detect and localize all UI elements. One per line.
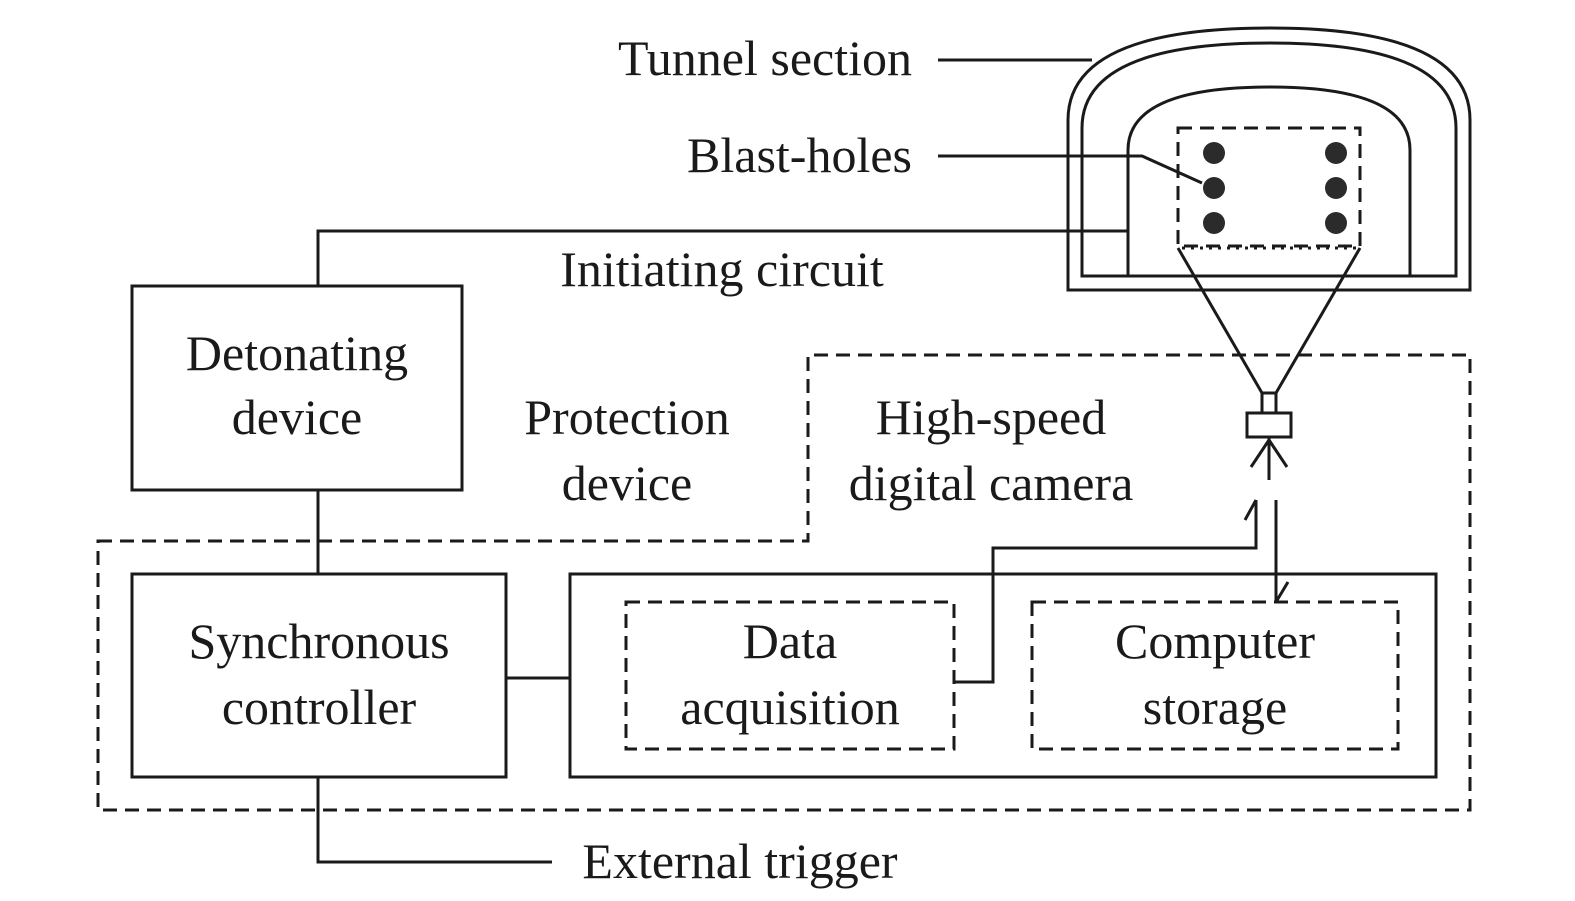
acquisition-signal-line xyxy=(954,500,1258,684)
data-acquisition-label-line2: acquisition xyxy=(680,679,899,735)
computer-storage-label-line2: storage xyxy=(1143,679,1287,735)
blast-hole xyxy=(1325,142,1347,164)
synchronous-controller-label-line1: Synchronous xyxy=(188,613,449,669)
tunnel-section-label: Tunnel section xyxy=(618,30,912,86)
data-acquisition-label-line1: Data xyxy=(743,613,837,669)
detonating-device-label-line2: device xyxy=(232,389,362,445)
detonating-device-box xyxy=(130,284,464,492)
tunnel-middle-lining xyxy=(1080,41,1458,278)
tunnel-outer-lining xyxy=(1066,26,1472,292)
synchronous-controller-label-line2: controller xyxy=(222,679,417,735)
blast-holes-leader xyxy=(938,154,1203,185)
blast-hole-area xyxy=(1176,126,1362,248)
protection-device-outline xyxy=(96,353,1472,812)
camera-view-line-right xyxy=(1274,247,1362,394)
camera-label-line2: digital camera xyxy=(849,455,1134,511)
blast-hole xyxy=(1325,212,1347,234)
acquisition-arrow-tick xyxy=(1243,499,1258,521)
protection-device-label-line1: Protection xyxy=(524,389,730,445)
camera-label-line1: High-speed xyxy=(876,389,1107,445)
blast-hole xyxy=(1325,177,1347,199)
computer-storage-label-line1: Computer xyxy=(1115,613,1315,669)
blast-hole xyxy=(1203,212,1225,234)
external-trigger-label: External trigger xyxy=(582,833,897,889)
protection-device-label-line2: device xyxy=(562,455,692,511)
data-acquisition-box xyxy=(624,600,956,751)
camera-view-line-left xyxy=(1176,247,1264,394)
computer-storage-box xyxy=(1030,600,1400,751)
blast-hole xyxy=(1203,177,1225,199)
detonating-device-label-line1: Detonating xyxy=(186,325,408,381)
tunnel-inner-excavation xyxy=(1126,85,1412,276)
blast-hole xyxy=(1203,142,1225,164)
initiating-circuit-line xyxy=(316,229,1128,286)
external-trigger-line xyxy=(316,777,552,864)
storage-arrow-tick xyxy=(1274,581,1290,603)
blast-holes xyxy=(1203,142,1347,234)
computer-box xyxy=(568,572,1438,779)
camera-icon xyxy=(1245,391,1293,480)
initiating-circuit-label: Initiating circuit xyxy=(560,241,884,297)
blast-holes-label: Blast-holes xyxy=(687,127,912,183)
synchronous-controller-box xyxy=(130,572,508,779)
